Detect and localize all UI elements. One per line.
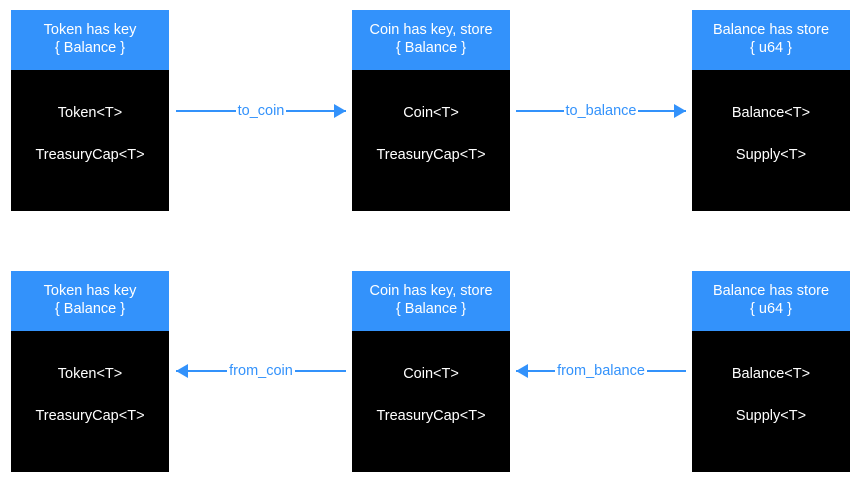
node-body-line-2: TreasuryCap<T> (35, 408, 145, 424)
edge-label: to_balance (563, 102, 639, 120)
node-body-line-2: TreasuryCap<T> (376, 147, 486, 163)
node-header-line-2: { u64 } (750, 301, 792, 317)
node-body-line-2: TreasuryCap<T> (35, 147, 145, 163)
node-header-line-1: Balance has store (712, 22, 830, 39)
node-balance-bottom[interactable]: Balance has store { u64 } Balance<T> Sup… (692, 271, 850, 472)
node-header: Coin has key, store { Balance } (352, 271, 510, 331)
node-header-line-2: { Balance } (54, 40, 126, 56)
node-header-line-2: { Balance } (54, 301, 126, 317)
node-header-line-1: Token has key (43, 283, 137, 300)
node-body-line-2: TreasuryCap<T> (376, 408, 486, 424)
node-body: Balance<T> Supply<T> (692, 70, 850, 211)
node-header: Balance has store { u64 } (692, 271, 850, 331)
node-header: Balance has store { u64 } (692, 10, 850, 70)
edge-label: from_balance (555, 362, 647, 380)
node-header: Token has key { Balance } (11, 10, 169, 70)
edge-to-balance[interactable]: to_balance (516, 99, 686, 123)
node-header-line-1: Token has key (43, 22, 137, 39)
node-body-line-1: Token<T> (57, 104, 123, 121)
node-body: Coin<T> TreasuryCap<T> (352, 331, 510, 472)
node-token-top[interactable]: Token has key { Balance } Token<T> Treas… (11, 10, 169, 211)
edge-from-balance[interactable]: from_balance (516, 359, 686, 383)
node-header-line-2: { Balance } (395, 301, 467, 317)
node-body: Balance<T> Supply<T> (692, 331, 850, 472)
node-header-line-1: Coin has key, store (369, 283, 493, 300)
node-header-line-2: { u64 } (750, 40, 792, 56)
node-header: Token has key { Balance } (11, 271, 169, 331)
node-body: Token<T> TreasuryCap<T> (11, 70, 169, 211)
node-body-line-1: Token<T> (57, 365, 123, 382)
node-body-line-1: Coin<T> (403, 104, 459, 121)
node-body-line-1: Balance<T> (731, 104, 811, 121)
node-body-line-1: Balance<T> (731, 365, 811, 382)
arrowhead-left-icon (516, 364, 528, 378)
node-balance-top[interactable]: Balance has store { u64 } Balance<T> Sup… (692, 10, 850, 211)
node-body: Token<T> TreasuryCap<T> (11, 331, 169, 472)
edge-label: to_coin (235, 102, 287, 120)
node-token-bottom[interactable]: Token has key { Balance } Token<T> Treas… (11, 271, 169, 472)
edge-label: from_coin (227, 362, 295, 380)
arrowhead-right-icon (334, 104, 346, 118)
node-header-line-1: Coin has key, store (369, 22, 493, 39)
node-body-line-2: Supply<T> (735, 408, 807, 424)
node-header-line-2: { Balance } (395, 40, 467, 56)
arrowhead-right-icon (674, 104, 686, 118)
edge-from-coin[interactable]: from_coin (176, 359, 346, 383)
node-coin-bottom[interactable]: Coin has key, store { Balance } Coin<T> … (352, 271, 510, 472)
edge-to-coin[interactable]: to_coin (176, 99, 346, 123)
node-header: Coin has key, store { Balance } (352, 10, 510, 70)
node-body-line-1: Coin<T> (403, 365, 459, 382)
node-header-line-1: Balance has store (712, 283, 830, 300)
node-body: Coin<T> TreasuryCap<T> (352, 70, 510, 211)
arrowhead-left-icon (176, 364, 188, 378)
node-coin-top[interactable]: Coin has key, store { Balance } Coin<T> … (352, 10, 510, 211)
node-body-line-2: Supply<T> (735, 147, 807, 163)
